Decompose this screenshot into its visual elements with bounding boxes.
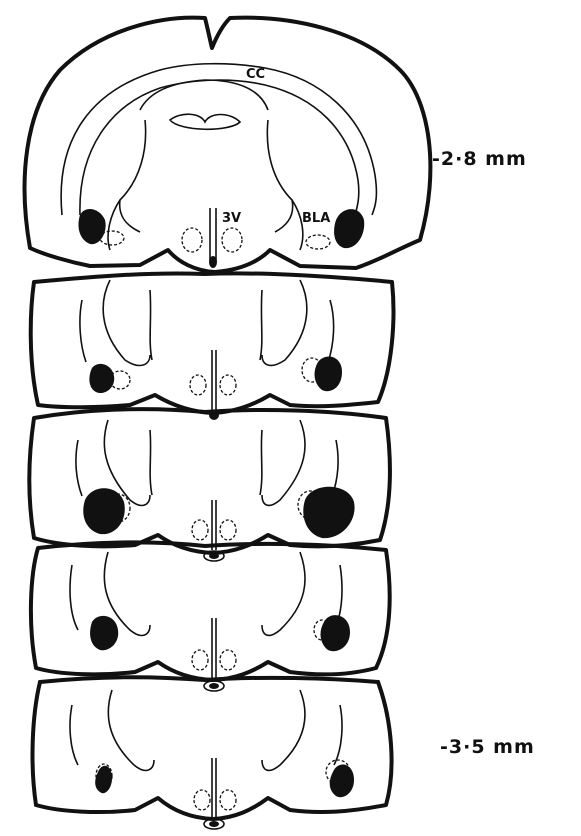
nucleus-outline xyxy=(220,520,236,540)
corpus-callosum xyxy=(61,64,376,215)
brain-section-5 xyxy=(33,677,392,829)
section-3-structure xyxy=(104,420,305,505)
level-label-top: -2·8 mm xyxy=(432,148,527,170)
nucleus-outline xyxy=(220,375,236,395)
lesion-left-3 xyxy=(83,488,125,534)
nucleus-outline xyxy=(192,650,208,670)
lesion-left-4 xyxy=(90,616,118,650)
third-ventricle-2 xyxy=(212,350,216,410)
ventricle-tip-4 xyxy=(209,683,219,689)
section-1-structure xyxy=(170,114,240,129)
third-ventricle-4 xyxy=(212,618,216,680)
nucleus-outline xyxy=(220,650,236,670)
brain-section-1: CC 3V BLA xyxy=(25,18,431,272)
third-ventricle xyxy=(210,208,216,262)
nucleus-outline xyxy=(220,790,236,810)
third-ventricle-tip xyxy=(209,256,217,268)
level-label-bottom: -3·5 mm xyxy=(440,736,535,758)
section-2-structure xyxy=(150,290,262,360)
nucleus-outline xyxy=(192,520,208,540)
label-3v: 3V xyxy=(222,211,241,226)
nucleus-outline xyxy=(222,228,242,252)
corpus-callosum-inner xyxy=(80,80,359,215)
section-3-structure xyxy=(150,430,262,495)
third-ventricle-3 xyxy=(212,500,216,550)
section-4-structure xyxy=(104,552,305,635)
label-bla: BLA xyxy=(302,211,330,226)
lesion-right-3 xyxy=(303,487,354,538)
ventricle-tip-5 xyxy=(209,821,219,827)
section-2-structure xyxy=(80,300,334,362)
nucleus-outline xyxy=(194,790,210,810)
lesion-outline-right xyxy=(306,235,330,249)
lesion-right-2 xyxy=(315,357,342,392)
nucleus-outline xyxy=(182,228,202,252)
section-1-structure xyxy=(108,200,303,250)
label-cc: CC xyxy=(246,67,265,82)
section-5-top xyxy=(40,677,378,682)
section-4-outline xyxy=(31,542,390,680)
section-5-structure xyxy=(108,690,305,770)
section-2-structure xyxy=(103,280,307,365)
nucleus-outline xyxy=(190,375,206,395)
third-ventricle-5 xyxy=(212,758,216,818)
lesion-outline-left xyxy=(100,231,124,245)
brain-section-4 xyxy=(31,542,390,691)
section-3-structure xyxy=(76,440,338,496)
lesion-right xyxy=(334,209,364,248)
section-1-structure xyxy=(120,120,146,232)
ventricle-tip-3 xyxy=(209,553,219,559)
section-1-structure xyxy=(140,80,268,110)
brain-section-3 xyxy=(29,409,390,561)
lesion-left xyxy=(78,209,105,244)
section-1-structure xyxy=(267,120,292,232)
brain-section-2 xyxy=(31,273,394,420)
